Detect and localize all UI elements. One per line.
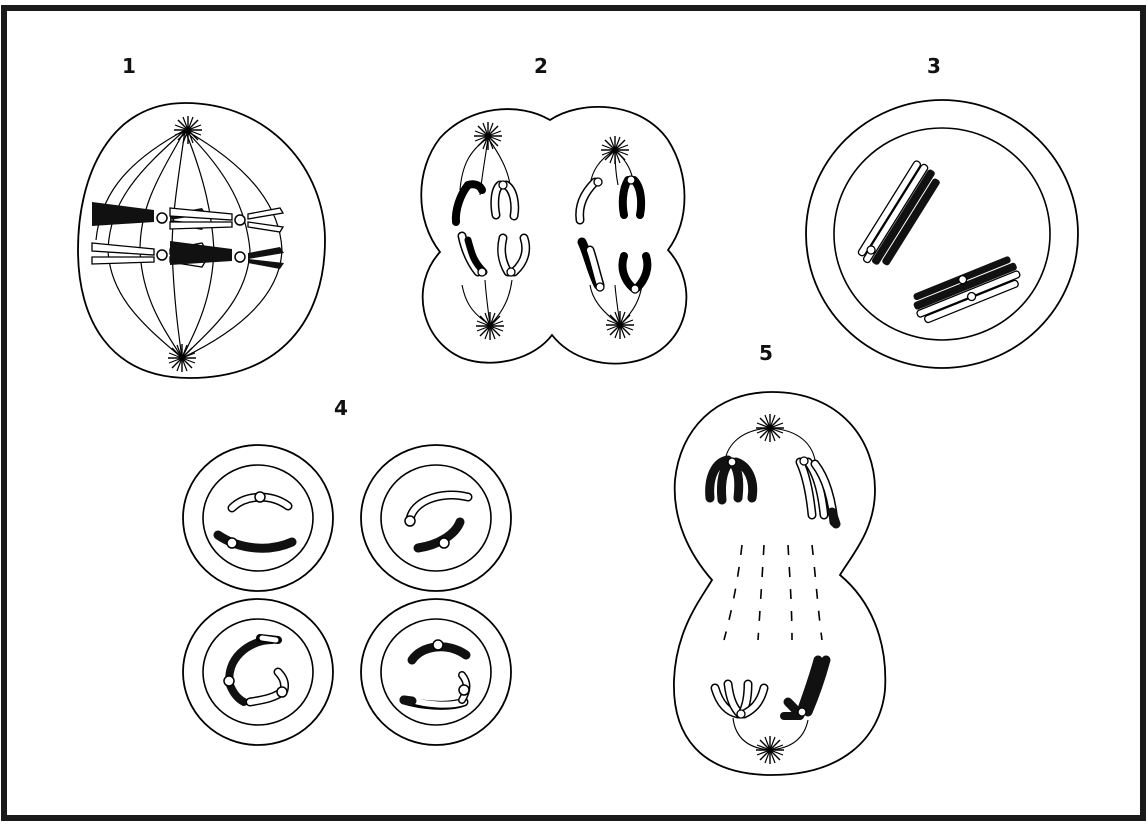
panel-3-cell: [806, 100, 1078, 368]
panel-1-cell: [78, 103, 325, 378]
panel-label-4: 4: [334, 398, 348, 418]
panel-2-cell: [421, 107, 686, 364]
panel-label-2: 2: [534, 56, 548, 76]
panel-5-cell: [674, 392, 885, 775]
panel-label-3: 3: [927, 56, 941, 76]
panel-label-5: 5: [759, 343, 773, 363]
panel-label-1: 1: [122, 56, 136, 76]
panel-4-cells: [183, 445, 511, 745]
